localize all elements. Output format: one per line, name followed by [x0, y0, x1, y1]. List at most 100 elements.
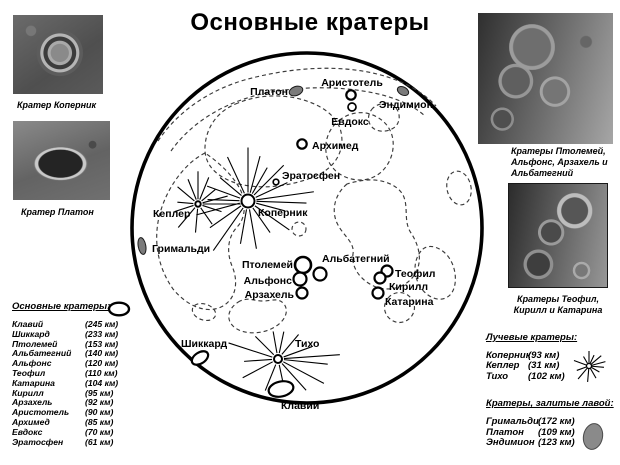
mare-outline — [156, 152, 245, 311]
ray-line — [283, 354, 340, 360]
crater-marker — [347, 102, 357, 112]
crater-marker — [190, 350, 210, 366]
map-crater-Платон: Платон — [250, 85, 304, 98]
ray-star-icon — [573, 351, 606, 382]
mare-outline — [170, 87, 426, 152]
ray-line — [283, 361, 325, 384]
map-label-Птолемей: Птолемей — [242, 259, 293, 271]
legend-item-size: (233 км) — [85, 328, 119, 339]
ray-line — [577, 367, 588, 380]
map-crater-Теофил: Теофил — [380, 264, 435, 280]
legend-item: Евдокс(70 км) — [12, 426, 118, 438]
crater-marker — [373, 271, 387, 285]
ray-craters-list: Коперник(93 км) Кеплер (31 км)Тихо(102 км) — [486, 350, 577, 382]
mare-outline — [446, 170, 472, 206]
crater-marker — [273, 354, 283, 364]
ray-line — [177, 201, 194, 205]
map-label-Клавий: Клавий — [281, 400, 319, 412]
ray-line — [253, 164, 285, 196]
legend-item-name: Платон — [486, 426, 524, 438]
legend-item: Альбатегний(140 км) — [12, 349, 118, 359]
legend-item-size: (120 км) — [85, 358, 119, 369]
main-craters-heading: Основные кратеры: — [12, 301, 111, 312]
map-crater-Архимед: Архимед — [296, 138, 359, 152]
legend-item-size: (123 км) — [538, 437, 575, 449]
legend-item-name: Шиккард — [12, 328, 50, 339]
legend-item-name: Птолемей — [12, 338, 58, 349]
legend-item-size: (31 км) — [528, 360, 560, 372]
ray-line — [207, 199, 240, 202]
photo-crater-plato — [13, 121, 110, 200]
map-label-Шиккард: Шиккард — [181, 338, 228, 350]
ray-line — [591, 367, 600, 373]
map-crater-Клавий: Клавий — [267, 380, 319, 412]
ray-line — [206, 185, 241, 199]
ray-line — [589, 354, 595, 364]
crater-marker — [371, 286, 385, 300]
moon-disk — [130, 51, 484, 405]
ray-line — [249, 155, 261, 193]
crater-marker — [194, 200, 202, 208]
ray-line — [219, 177, 242, 196]
ray-line — [196, 202, 240, 216]
mare-outline — [414, 246, 456, 300]
ray-line — [587, 368, 590, 382]
legend-item-name: Кеплер — [486, 360, 520, 372]
map-crater-Шиккард: Шиккард — [181, 338, 228, 366]
crater-marker — [312, 266, 328, 282]
legend-item-size: (109 км) — [538, 426, 575, 438]
legend-item-name: Альфонс — [12, 358, 52, 369]
map-label-Альбатегний: Альбатегний — [322, 253, 390, 265]
crater-marker — [240, 193, 256, 209]
lava-craters-list: Гримальди(172 км)Платон(109 км)Эндимион(… — [486, 416, 614, 449]
ray-line — [573, 360, 587, 366]
legend-item-name: Эратосфен — [12, 436, 64, 447]
ray-line — [242, 361, 273, 379]
ray-line — [256, 200, 307, 204]
mare-outline — [191, 302, 217, 322]
map-crater-Коперник: Коперник — [196, 147, 314, 251]
ray-line — [202, 204, 222, 213]
ray-line — [591, 361, 606, 366]
legend-item-size: (104 км) — [85, 377, 119, 388]
legend-item: Шиккард (233 км) — [12, 328, 119, 340]
mare-outline — [367, 102, 400, 132]
legend-item-size: (93 км) — [528, 350, 560, 361]
map-label-Кирилл: Кирилл — [389, 281, 428, 293]
legend-item: Эндимион(123 км) — [486, 438, 614, 449]
photo-craters-theophilus-group — [508, 183, 608, 288]
legend-item-size: (85 км) — [85, 416, 114, 427]
map-crater-Кирилл: Кирилл — [373, 271, 428, 293]
map-crater-Катарина: Катарина — [371, 286, 434, 308]
legend-item-size: (95 км) — [85, 387, 114, 398]
ray-line — [281, 334, 299, 355]
legend-item: Аристотель(90 км) — [12, 407, 118, 418]
legend-item-size: (245 км) — [85, 319, 119, 329]
ray-craters-heading: Лучевые кратеры: — [486, 332, 578, 343]
legend-item-size: (153 км) — [85, 338, 119, 349]
ray-line — [177, 186, 195, 202]
legend-item-size: (90 км) — [85, 407, 114, 418]
legend-item: Тихо(102 км) — [486, 370, 577, 382]
legend-item: Кирилл(95 км) — [12, 387, 118, 399]
crater-marker — [288, 85, 304, 97]
ray-line — [251, 167, 268, 194]
ray-line — [591, 365, 604, 368]
map-crater-Эратосфен: Эратосфен — [272, 170, 340, 186]
legend-item: Арзахель(92 км) — [12, 398, 118, 408]
legend-item-name: Тихо — [486, 370, 509, 382]
lava-craters-legend: Кратеры, залитые лавой: Гримальди(172 км… — [486, 398, 614, 449]
map-label-Альфонс: Альфонс — [244, 275, 293, 287]
ray-line — [177, 207, 196, 228]
legend-item-size: (140 км) — [85, 348, 119, 359]
legend-item-size: (70 км) — [85, 426, 114, 437]
photo-caption-ptolemy-group: Кратеры Птолемей, Альфонс, Арзахель и Ал… — [511, 146, 608, 178]
legend-item-name: Коперник — [486, 350, 531, 361]
ray-line — [252, 207, 271, 233]
ray-line — [200, 207, 213, 225]
map-label-Гримальди: Гримальди — [152, 243, 210, 255]
legend-item-size: (172 км) — [538, 416, 575, 427]
ray-line — [254, 335, 275, 356]
legend-item-name: Архимед — [12, 416, 50, 427]
